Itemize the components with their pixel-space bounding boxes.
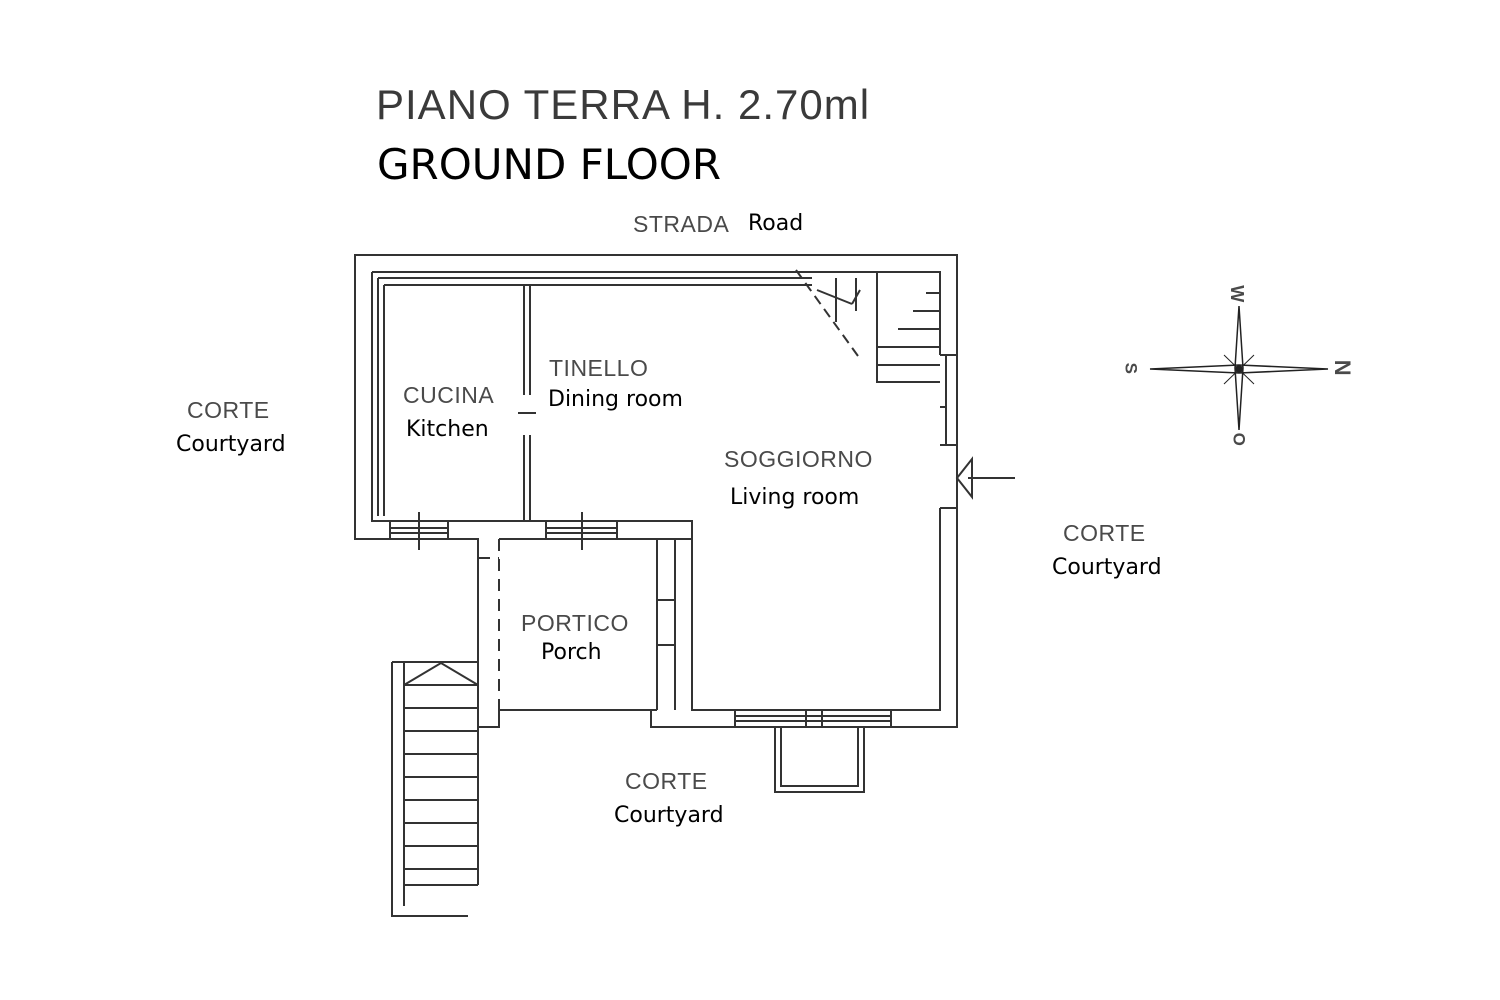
partition-wall [523, 285, 531, 521]
title-english: GROUND FLOOR [377, 140, 721, 189]
external-stair-outline [391, 661, 478, 917]
east-window [940, 354, 957, 446]
compass-rose [1149, 305, 1329, 431]
exterior-wall-inner [372, 271, 941, 355]
compass-left-letter: S [1121, 362, 1141, 375]
title-italian: PIANO TERRA H. 2.70ml [376, 81, 871, 128]
external-stair-treads [404, 684, 478, 886]
entrance-arrow [955, 456, 1015, 500]
road-label-italian: STRADA [633, 211, 730, 237]
compass-top-letter: W [1226, 285, 1247, 303]
living-label-english: Living room [730, 485, 860, 510]
porch-dashed-outline [478, 539, 657, 711]
living-label-italian: SOGGIORNO [724, 446, 873, 472]
dining-label-english: Dining room [548, 387, 683, 412]
dining-label-italian: TINELLO [549, 355, 649, 381]
courtyard-east-label-italian: CORTE [1063, 520, 1146, 546]
compass-right-letter: N [1330, 359, 1356, 377]
road-label-english: Road [748, 211, 804, 236]
kitchen-lining [377, 277, 812, 516]
south-bay [774, 727, 865, 793]
courtyard-west-label-italian: CORTE [187, 397, 270, 423]
interior-stair-diagonal [795, 269, 859, 357]
courtyard-south-label-italian: CORTE [625, 768, 708, 794]
courtyard-west-label-english: Courtyard [176, 432, 286, 457]
porch-east-wall [656, 539, 676, 710]
courtyard-east-label-english: Courtyard [1052, 555, 1162, 580]
kitchen-label-english: Kitchen [406, 417, 489, 442]
porch-east-panels [657, 599, 675, 646]
porch-label-italian: PORTICO [521, 610, 629, 636]
kitchen-window [389, 512, 449, 550]
compass-needle-vertical [1234, 305, 1244, 431]
south-window [734, 710, 892, 727]
compass-bottom-letter: O [1229, 432, 1249, 447]
exterior-wall-inner-east-lower [371, 272, 941, 711]
interior-stair-treads [816, 278, 940, 366]
compass-needle-horizontal [1149, 364, 1329, 374]
external-stair-arrow [403, 661, 479, 686]
courtyard-south-label-english: Courtyard [614, 803, 724, 828]
interior-stair-outline [876, 272, 940, 383]
dining-window [545, 512, 618, 550]
porch-label-english: Porch [541, 640, 602, 665]
kitchen-label-italian: CUCINA [403, 382, 495, 408]
